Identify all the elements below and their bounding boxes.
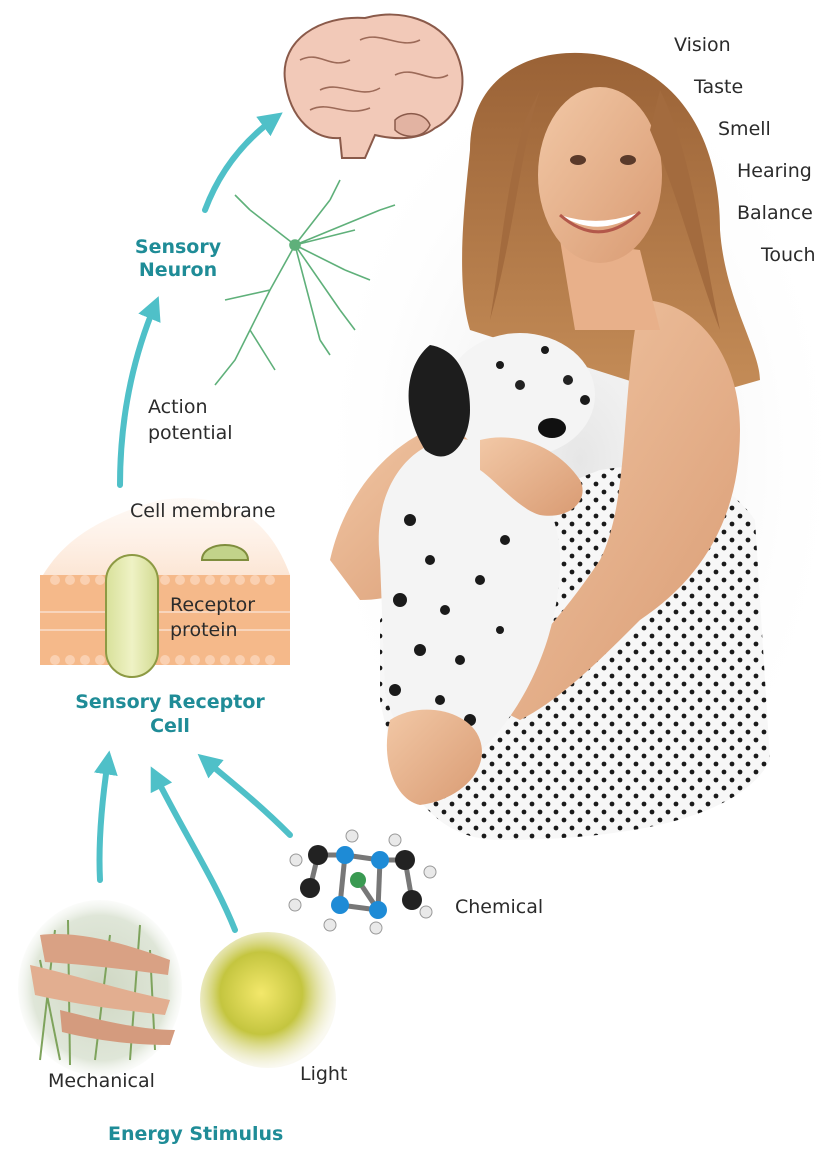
sensory-neuron-label: Sensory Neuron xyxy=(118,236,238,282)
receptor-protein-line1: Receptor xyxy=(170,593,255,618)
sense-smell: Smell xyxy=(718,118,771,140)
sensory-neuron-line2: Neuron xyxy=(118,259,238,282)
receptor-protein-line2: protein xyxy=(170,618,255,643)
action-potential-line2: potential xyxy=(148,421,233,447)
light-stimulus-image xyxy=(200,932,336,1068)
mechanical-hands-photo xyxy=(18,900,182,1076)
action-potential-label: Action potential xyxy=(148,395,233,446)
chemical-molecule xyxy=(289,830,436,934)
mechanical-label: Mechanical xyxy=(48,1070,155,1094)
cell-membrane-label: Cell membrane xyxy=(130,500,276,524)
cell-membrane-illustration xyxy=(40,498,290,677)
sense-hearing: Hearing xyxy=(737,160,812,182)
sensory-receptor-cell-line1: Sensory Receptor xyxy=(45,691,295,715)
sense-taste: Taste xyxy=(694,76,743,98)
receptor-protein xyxy=(106,555,158,677)
sense-vision: Vision xyxy=(674,34,731,56)
chemical-label: Chemical xyxy=(455,896,543,920)
light-label: Light xyxy=(300,1063,347,1087)
energy-stimulus-label: Energy Stimulus xyxy=(108,1123,283,1146)
sensory-receptor-cell-line2: Cell xyxy=(45,715,295,739)
sensory-neuron-line1: Sensory xyxy=(118,236,238,259)
sensory-receptor-cell-label: Sensory Receptor Cell xyxy=(45,691,295,739)
sense-balance: Balance xyxy=(737,202,813,224)
receptor-protein-label: Receptor protein xyxy=(170,593,255,642)
sense-touch: Touch xyxy=(761,244,816,266)
action-potential-line1: Action xyxy=(148,395,233,421)
